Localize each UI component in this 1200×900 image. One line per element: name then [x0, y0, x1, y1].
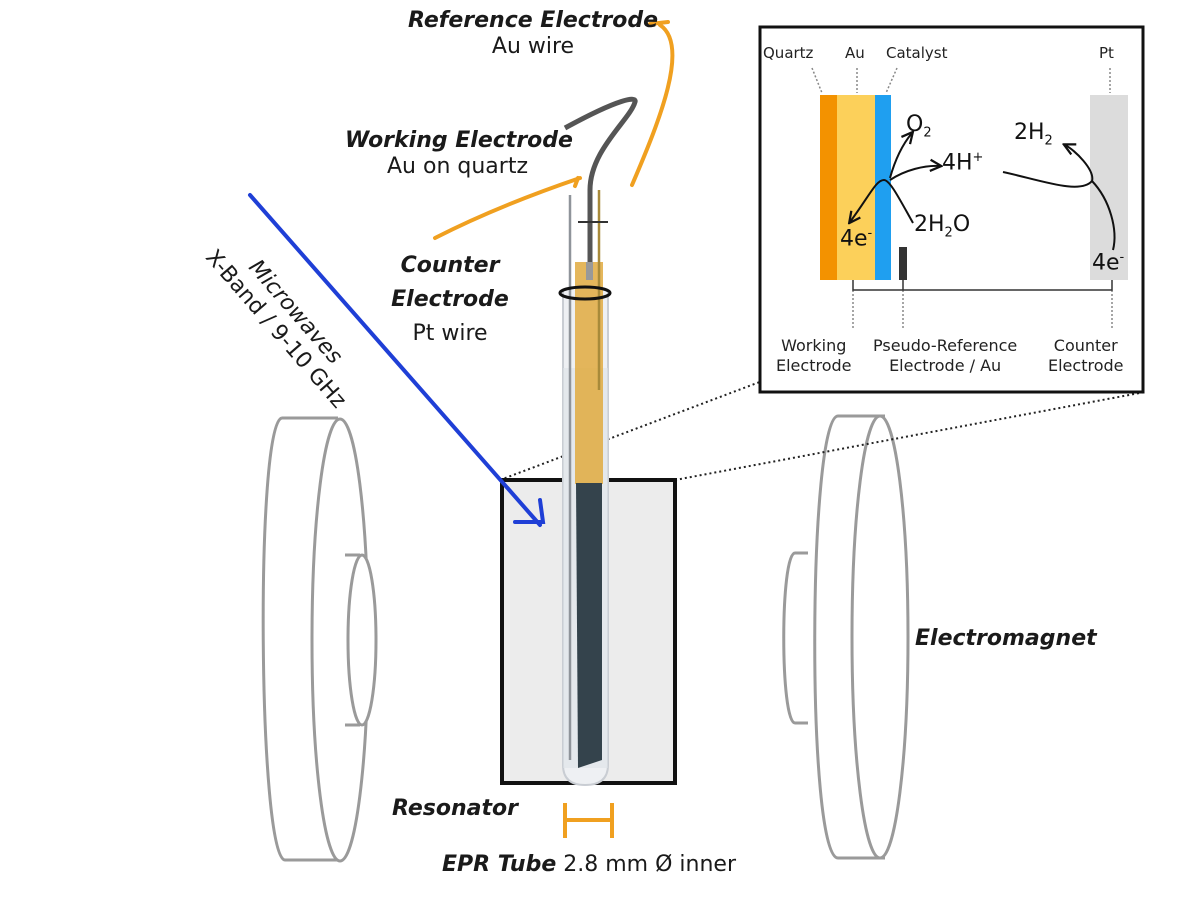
counter-electrode-subtitle: Pt wire: [412, 321, 488, 346]
o2-text: O: [906, 112, 924, 137]
au-layer: [837, 95, 875, 280]
species-electrons-right: 4e-: [1092, 250, 1124, 275]
working-lead: [563, 96, 638, 280]
h2-pre: 2H: [1014, 120, 1045, 145]
epr-tube-label: EPR Tube 2.8 mm Ø inner: [442, 852, 736, 878]
inset-label-catalyst: Catalyst: [886, 44, 948, 62]
reference-electrode-label: Reference Electrode Au wire: [408, 8, 658, 60]
species-o2: O2: [906, 112, 932, 140]
counter-electrode-title-2: Electrode: [391, 287, 509, 312]
working-electrode-subtitle: Au on quartz: [387, 154, 528, 179]
pseudo-ref-line2: Electrode / Au: [889, 356, 1002, 375]
water-post: O: [952, 212, 971, 237]
counter-line1: Counter: [1053, 336, 1118, 355]
quartz-layer: [820, 95, 837, 280]
pseudo-ref-line1: Pseudo-Reference: [873, 336, 1018, 355]
electrons-left-sup: -: [867, 226, 873, 241]
electrons-right-text: 4e: [1092, 250, 1120, 276]
inset-label-quartz: Quartz: [763, 44, 814, 62]
inset-label-pt: Pt: [1099, 44, 1114, 62]
water-pre: 2H: [914, 212, 945, 237]
epr-tube: [558, 96, 638, 787]
tube-cap-ring: [558, 285, 612, 301]
reference-electrode-title: Reference Electrode: [408, 8, 658, 33]
tube-diameter-marker: [563, 803, 614, 838]
counter-electrode-title-1: Counter: [400, 253, 500, 278]
species-h2: 2H2: [1014, 120, 1053, 148]
working-electrode-title: Working Electrode: [345, 128, 573, 153]
electrons-right-sup: -: [1119, 250, 1125, 265]
reference-electrode-subtitle: Au wire: [491, 34, 575, 59]
inset-bottom-counter: Counter Electrode: [1048, 336, 1123, 376]
resonator-label: Resonator: [392, 796, 518, 821]
inset-bottom-working: Working Electrode: [776, 336, 851, 376]
catalyst-region: [576, 483, 602, 768]
working-electrode-label: Working Electrode Au on quartz: [345, 128, 573, 180]
catalyst-layer: [875, 95, 891, 280]
counter-electrode-label: Counter Electrode Pt wire: [385, 249, 515, 351]
inset-bottom-pseudo-reference: Pseudo-Reference Electrode / Au: [873, 336, 1017, 376]
species-h-plus: 4H+: [942, 150, 983, 175]
species-water: 2H2O: [914, 212, 970, 240]
leader-lines: [433, 20, 675, 240]
h-plus-text: 4H: [942, 150, 973, 176]
working-line2: Electrode: [776, 356, 852, 375]
h2-sub: 2: [1044, 133, 1053, 149]
pseudo-reference-electrode: [899, 247, 907, 280]
zoom-guide-lines: [499, 379, 1146, 481]
h-plus-sup: +: [972, 150, 984, 165]
electromagnet-left: [261, 416, 378, 863]
epr-tube-title: EPR Tube: [442, 852, 557, 877]
electromagnet-label: Electromagnet: [915, 626, 1097, 651]
inset-label-au: Au: [845, 44, 865, 62]
epr-tube-detail: 2.8 mm Ø inner: [563, 852, 736, 877]
electromagnet-right: [782, 414, 910, 860]
species-electrons-left: 4e-: [840, 226, 872, 251]
water-sub: 2: [944, 225, 953, 241]
working-line1: Working: [781, 336, 847, 355]
electrons-left-text: 4e: [840, 226, 868, 252]
microwave-arrow: [248, 193, 546, 527]
inset-panel: [758, 25, 1145, 394]
o2-sub: 2: [923, 125, 932, 141]
counter-line2: Electrode: [1048, 356, 1124, 375]
